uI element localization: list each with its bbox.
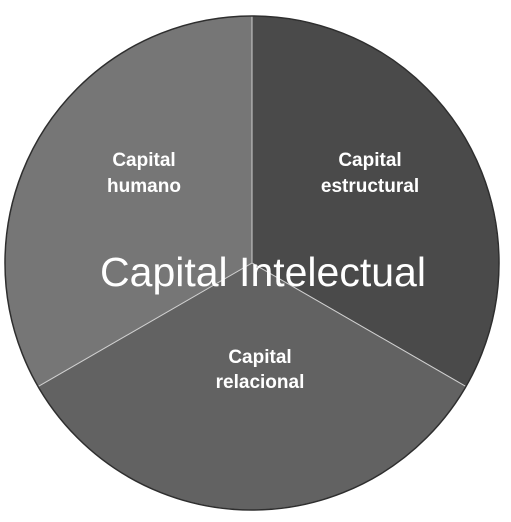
center-title: Capital Intelectual xyxy=(100,249,426,295)
segment-label-relacional-line2: relacional xyxy=(216,372,305,393)
segment-label-humano-line2: humano xyxy=(107,176,181,197)
segment-label-estructural: Capital estructural xyxy=(321,150,419,197)
pie-outline xyxy=(4,15,500,511)
pie-segments xyxy=(4,15,500,511)
segment-label-humano-line1: Capital xyxy=(112,150,175,171)
segment-label-relacional-line1: Capital xyxy=(228,347,291,368)
segment-label-relacional: Capital relacional xyxy=(216,347,305,393)
segment-label-humano: Capital humano xyxy=(107,150,181,197)
segment-label-estructural-line1: Capital xyxy=(338,150,401,171)
segment-label-estructural-line2: estructural xyxy=(321,176,419,197)
